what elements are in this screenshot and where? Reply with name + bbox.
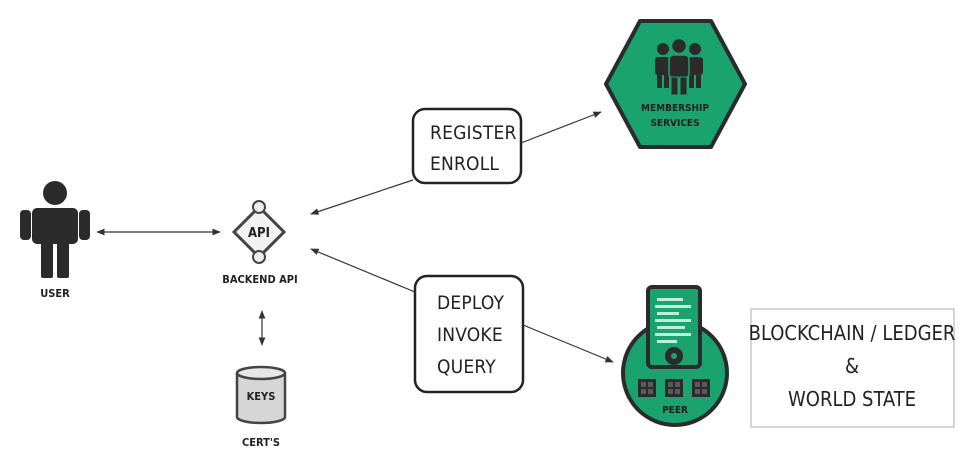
server-blocks-icon xyxy=(638,379,710,397)
backend-api-label: BACKEND API xyxy=(222,273,297,286)
invoke-text: INVOKE xyxy=(437,324,503,346)
deploy-to-api-arrow xyxy=(310,248,416,293)
legend-line-1: BLOCKCHAIN / LEDGER xyxy=(749,321,956,345)
query-text: QUERY xyxy=(437,356,496,378)
enroll-text: ENROLL xyxy=(430,153,499,175)
membership-label-line2: SERVICES xyxy=(650,118,699,129)
register-to-membership-arrow xyxy=(520,111,602,144)
legend-line-3: WORLD STATE xyxy=(788,387,916,411)
user-label: USER xyxy=(40,287,70,300)
register-text: REGISTER xyxy=(430,122,517,144)
register-enroll-box: REGISTER ENROLL xyxy=(411,107,523,185)
ledger-legend-box: BLOCKCHAIN / LEDGER & WORLD STATE xyxy=(749,308,956,428)
deploy-invoke-query-box: DEPLOY INVOKE QUERY xyxy=(413,274,525,394)
keys-node: KEYS CERT'S xyxy=(235,365,287,449)
membership-label-line1: MEMBERSHIP xyxy=(641,103,709,114)
membership-services-node: MEMBERSHIP SERVICES xyxy=(604,19,747,149)
certs-label: CERT'S xyxy=(242,436,280,449)
api-diamond-icon xyxy=(231,200,287,264)
peer-node: PEER xyxy=(621,285,729,427)
user-icon xyxy=(20,181,90,278)
deploy-to-peer-arrow xyxy=(522,324,614,363)
register-to-api-arrow xyxy=(310,179,414,215)
peer-label: PEER xyxy=(662,405,688,416)
backend-api-node: API BACKEND API xyxy=(222,200,298,286)
deploy-text: DEPLOY xyxy=(437,292,505,314)
ledger-document-icon xyxy=(646,285,702,369)
api-icon-text: API xyxy=(248,226,270,241)
group-people-icon xyxy=(655,37,703,96)
keys-icon-text: KEYS xyxy=(247,390,276,403)
user-node: USER xyxy=(20,181,90,300)
legend-line-2: & xyxy=(845,354,859,378)
database-icon xyxy=(235,365,287,425)
gear-icon xyxy=(665,347,683,365)
